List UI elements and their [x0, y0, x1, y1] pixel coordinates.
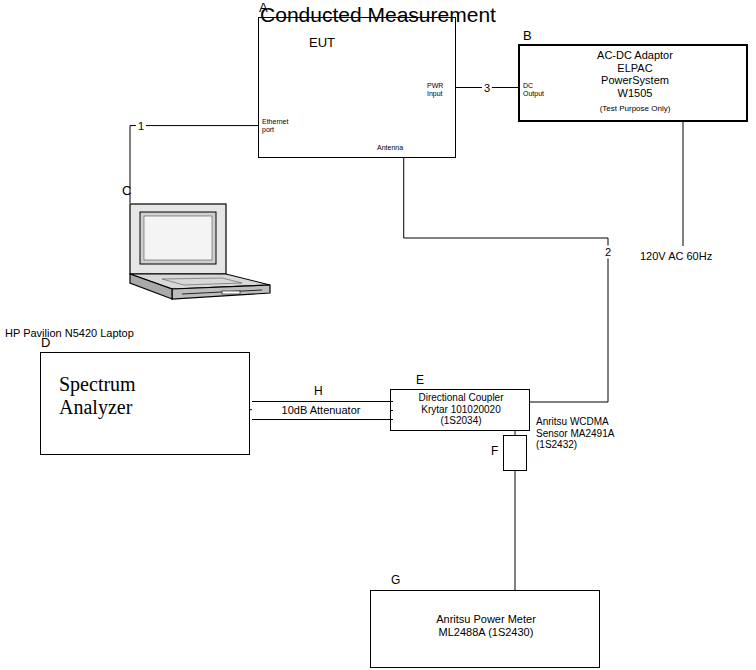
sensor-label: Anritsu WCDMA Sensor MA2491A (1S2432)	[536, 416, 628, 451]
power-source-label: 120V AC 60Hz	[640, 250, 712, 263]
port-label: Antenna	[377, 144, 421, 152]
adaptor-box: BAC-DC Adaptor ELPAC PowerSystem W1505(T…	[518, 44, 748, 122]
sensor-box: FAnritsu WCDMA Sensor MA2491A (1S2432)	[503, 435, 527, 471]
analyzer-box: DSpectrum Analyzer	[40, 352, 250, 455]
laptop-drawing	[122, 203, 272, 303]
node-letter: E	[416, 374, 424, 388]
node-letter: C	[122, 184, 131, 199]
node-letter: B	[523, 29, 532, 44]
diagram-title: Conducted Measurement	[0, 3, 756, 27]
box-title: EUT	[309, 36, 369, 51]
laptop-figure: CHP Pavilion N5420 Laptop	[122, 203, 272, 303]
port-label: PWR Input	[427, 82, 453, 98]
node-letter: D	[41, 336, 50, 351]
coupler-box: EDirectional Coupler Krytar 101020020 (1…	[390, 389, 530, 431]
node-letter: H	[314, 385, 323, 399]
box-title: Directional Coupler Krytar 101020020 (1S…	[411, 392, 511, 427]
box-title: AC-DC Adaptor ELPAC PowerSystem W1505	[593, 49, 677, 100]
cable-number: 1	[136, 119, 146, 132]
node-letter: A	[259, 1, 268, 16]
box-title: Anritsu Power Meter ML2488A (1S2430)	[426, 613, 546, 638]
cable-number: 2	[603, 246, 613, 259]
eut-box: AEUTEthernet portPWR InputAntenna	[258, 17, 456, 158]
mains-wire	[683, 122, 684, 246]
cable-line	[404, 158, 608, 402]
band-label: 10dB Attenuator	[252, 404, 390, 417]
power-meter-box: GAnritsu Power Meter ML2488A (1S2430)	[370, 590, 600, 668]
box-note: (Test Purpose Only)	[585, 104, 685, 113]
attenuator-band: H10dB Attenuator	[252, 401, 393, 420]
box-title: Spectrum Analyzer	[59, 373, 169, 419]
node-letter: G	[391, 574, 400, 588]
cable-number: 3	[482, 81, 492, 94]
node-letter: F	[491, 445, 498, 459]
port-label: DC Output	[523, 82, 549, 98]
cable-line	[130, 126, 258, 203]
cable-line	[515, 471, 516, 590]
port-label: Ethernet port	[262, 118, 298, 134]
